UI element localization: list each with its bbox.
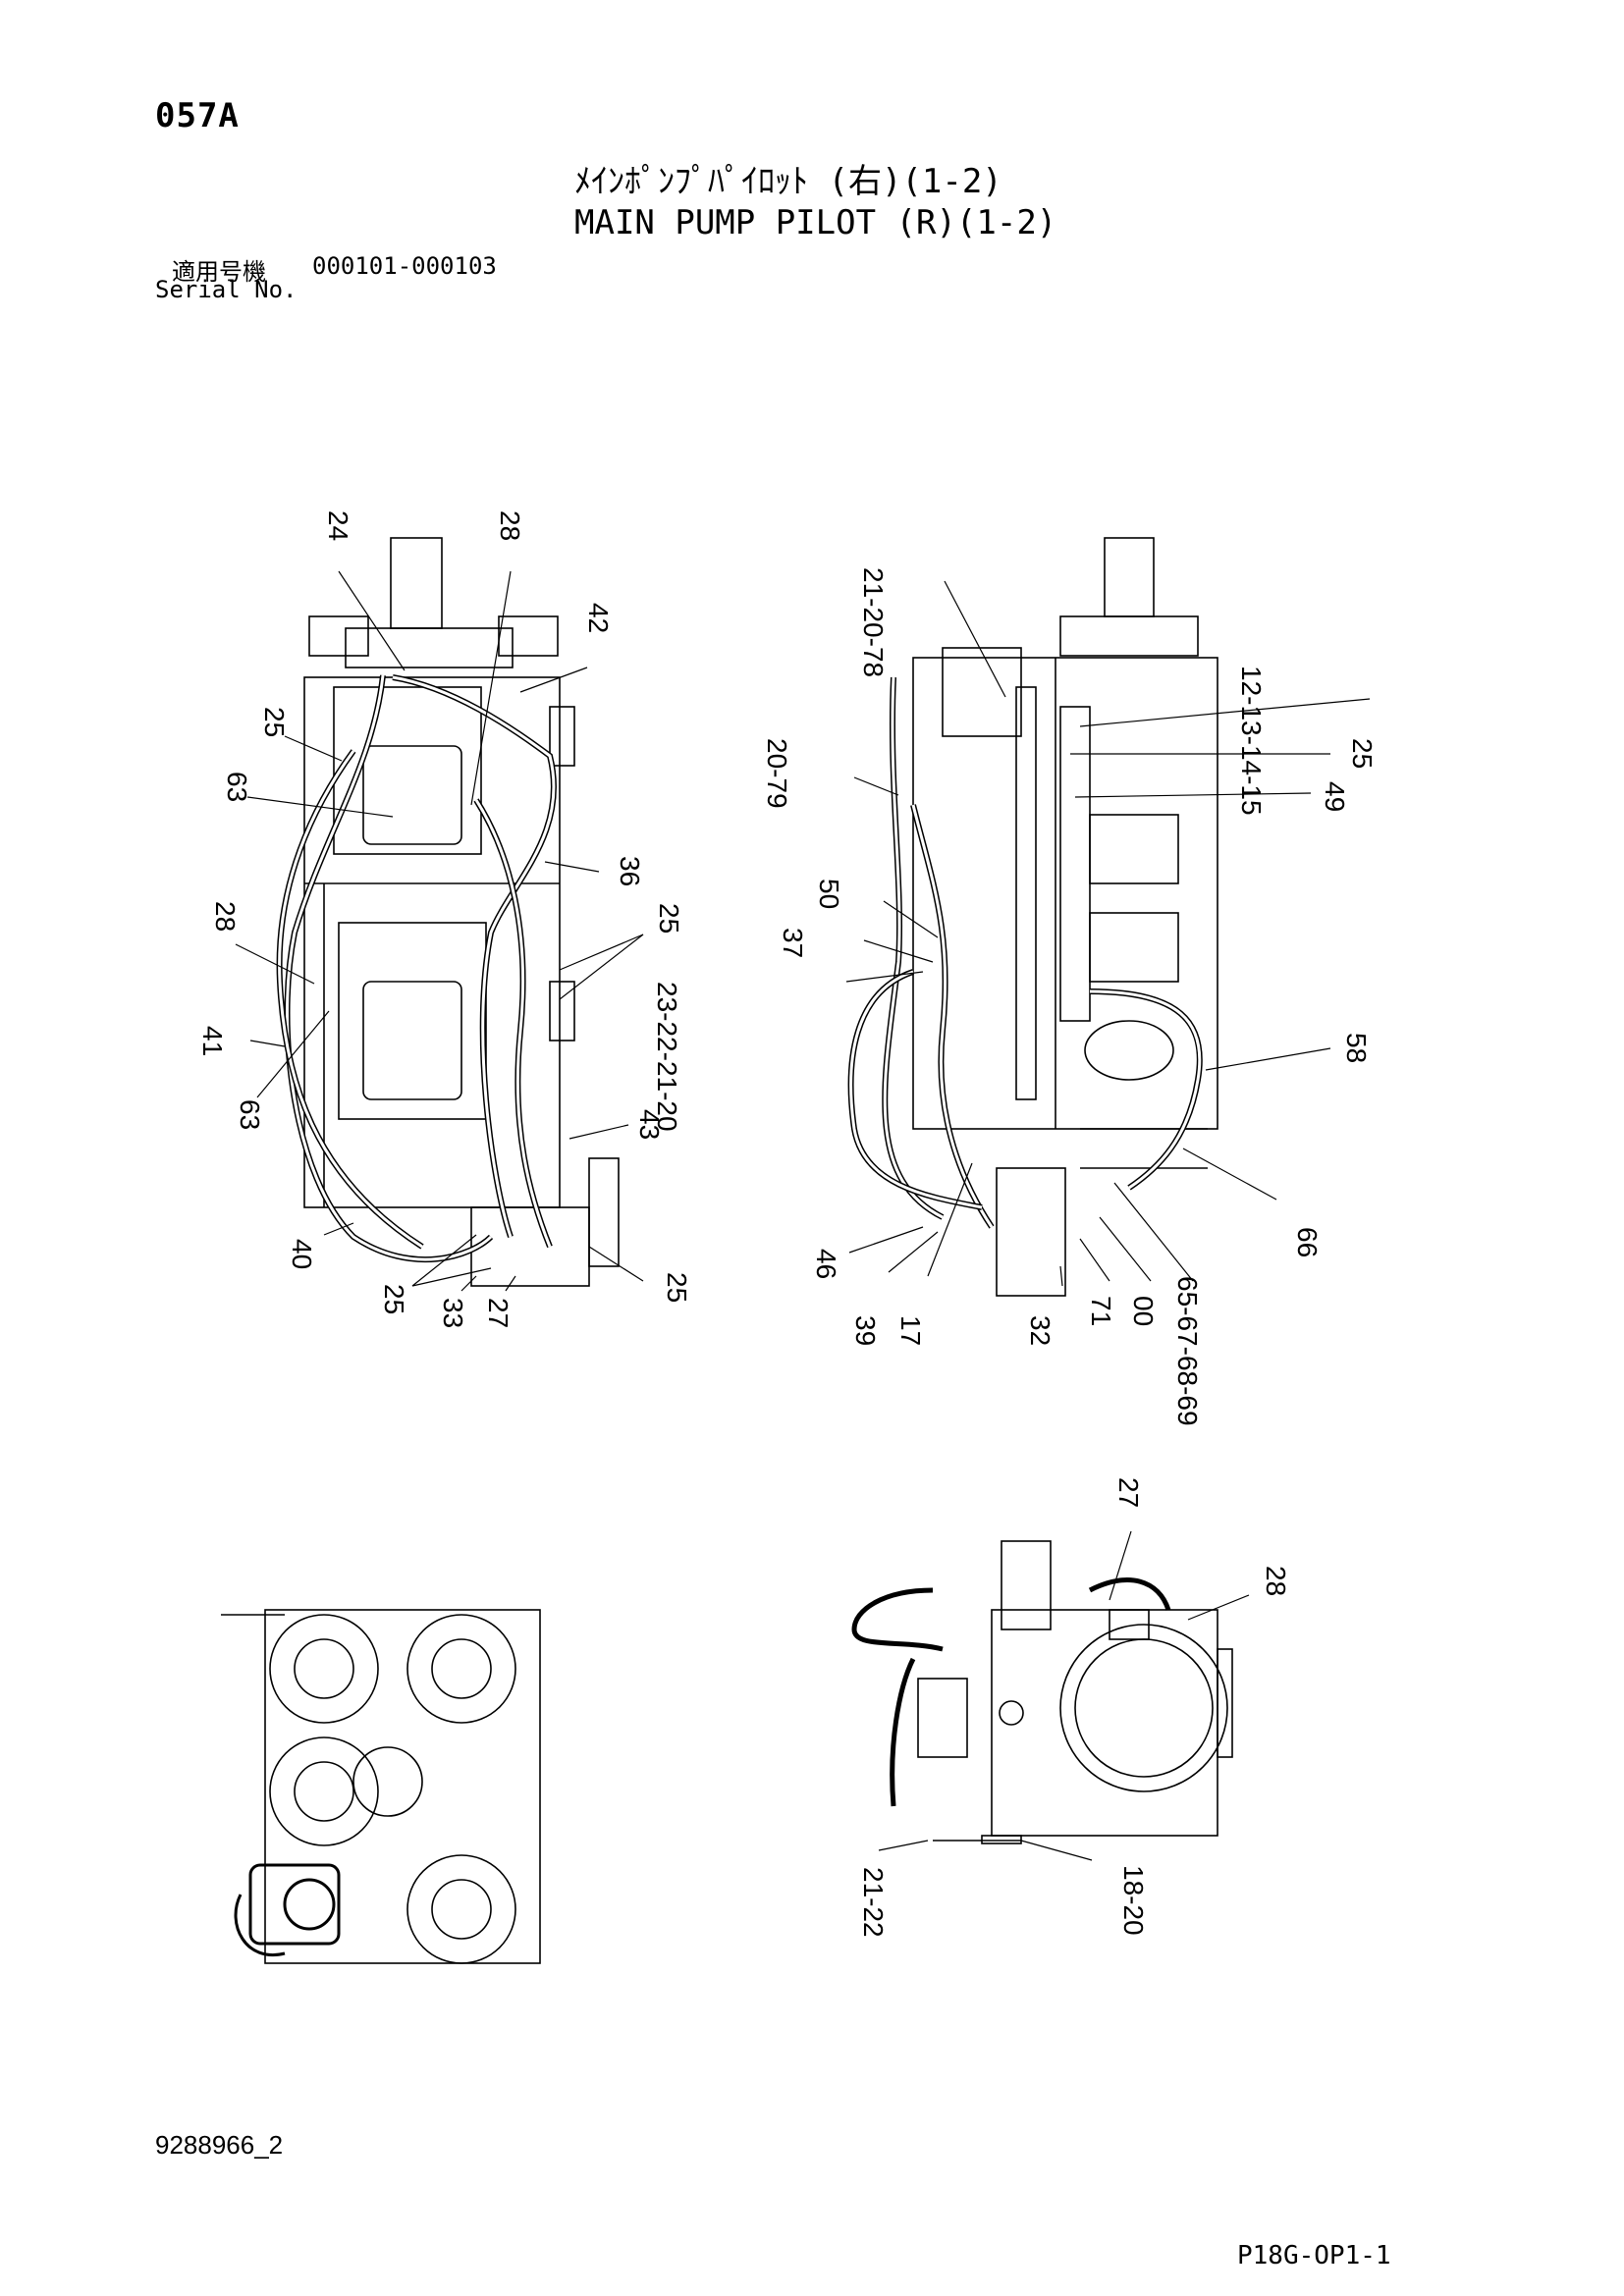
callout-label: 66 [1292, 1227, 1323, 1257]
callout-label: 12-13-14-15 [1236, 666, 1267, 816]
page-reference: P18G-OP1-1 [1237, 2241, 1391, 2270]
callout-label: 27 [1113, 1477, 1144, 1508]
callout-label: 25 [259, 707, 290, 737]
callout-label: 71 [1086, 1296, 1116, 1326]
page-code: 057A [155, 96, 240, 135]
callout-label: 24 [323, 510, 353, 541]
callout-label: 65-67-68-69 [1172, 1276, 1203, 1426]
callout-label: 25 [654, 903, 684, 934]
callout-label: 46 [811, 1249, 841, 1279]
callout-label: 37 [778, 928, 808, 958]
view-1-pump-left [276, 537, 620, 1287]
document-number: 9288966_2 [155, 2130, 284, 2160]
callout-label: 41 [197, 1026, 228, 1056]
view-1-callouts: 24 28 42 25 63 36 28 25 41 63 43 40 25 3… [197, 510, 692, 1328]
view-3-top-view [221, 1609, 541, 1964]
callout-label: 25 [662, 1272, 692, 1303]
callout-label: 28 [1261, 1566, 1291, 1596]
view-4-callouts: 27 28 21-22 18-20 [858, 1477, 1291, 1938]
view-2-pump-right [847, 537, 1218, 1297]
callout-label: 28 [495, 510, 525, 541]
title-english: MAIN PUMP PILOT (R)(1-2) [574, 203, 1057, 242]
callout-label: 63 [235, 1099, 265, 1130]
callout-label: 25 [1347, 738, 1378, 769]
callout-label: 63 [222, 772, 252, 802]
callout-label: 32 [1025, 1315, 1056, 1346]
callout-label: 28 [210, 901, 241, 932]
callout-label: 25 [379, 1284, 409, 1314]
view-2-callouts: 21-20-78 12-13-14-15 20-79 25 49 50 37 2… [652, 567, 1378, 1426]
callout-label: 21-20-78 [858, 567, 889, 677]
callout-label: 33 [438, 1298, 468, 1328]
callout-label: 40 [287, 1239, 317, 1269]
callout-label: 20-79 [762, 738, 792, 809]
callout-label: 18-20 [1118, 1865, 1149, 1936]
callout-label: 49 [1320, 781, 1350, 812]
callout-label: 23-22-21-20 [652, 982, 682, 1132]
callout-label: 36 [615, 856, 645, 886]
callout-label: 27 [483, 1298, 514, 1328]
callout-label: 39 [850, 1315, 881, 1346]
callout-label: 58 [1341, 1033, 1372, 1063]
leader-lines [235, 570, 1371, 1861]
view-4-end-view [851, 1540, 1233, 1844]
callout-label: 17 [895, 1315, 926, 1346]
serial-label-japanese: 適用号機 [172, 258, 266, 286]
serial-label-english: Serial No. [155, 276, 298, 303]
callout-label: 50 [814, 879, 844, 909]
callout-label: 42 [583, 603, 614, 633]
callout-label: 21-22 [858, 1867, 889, 1938]
callout-label: 00 [1128, 1296, 1159, 1326]
title-japanese: ﾒｲﾝﾎﾟﾝﾌﾟﾊﾟｲﾛｯﾄ (右)(1-2) [574, 162, 1002, 201]
callout-label: 43 [634, 1109, 665, 1140]
serial-number-range: 000101-000103 [312, 252, 497, 280]
